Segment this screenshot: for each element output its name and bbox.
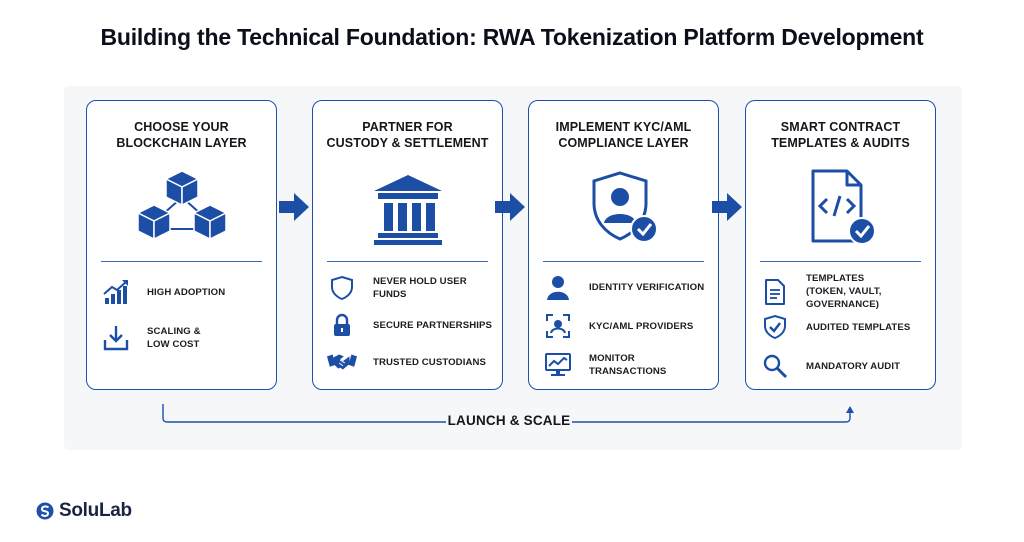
handshake-icon	[327, 347, 357, 377]
launch-scale-label: LAUNCH & SCALE	[446, 413, 572, 428]
document-icon	[760, 277, 790, 307]
arrow-right-icon	[712, 193, 742, 221]
list-item: NEVER HOLD USER FUNDS	[327, 273, 494, 303]
card-title-line: IMPLEMENT KYC/AML	[555, 120, 692, 134]
shield-icon	[327, 273, 357, 303]
monitor-chart-icon	[543, 350, 573, 380]
list-item-label: IDENTITY VERIFICATION	[589, 281, 705, 293]
list-item-label: TEMPLATES(TOKEN, VAULT, GOVERNANCE)	[806, 273, 882, 310]
list-item-label: NEVER HOLD USER FUNDS	[373, 276, 467, 300]
card-title-line: SMART CONTRACT	[780, 120, 901, 134]
card-blockchain-layer: CHOOSE YOUR BLOCKCHAIN LAYER HIGH ADOPTI…	[86, 100, 277, 390]
magnifier-icon	[760, 351, 790, 381]
page-title: Building the Technical Foundation: RWA T…	[100, 24, 924, 50]
list-item: TEMPLATES(TOKEN, VAULT, GOVERNANCE)	[760, 272, 927, 311]
card-title-line: TEMPLATES & AUDITS	[771, 136, 910, 150]
list-item-label: MONITOR TRANSACTIONS	[589, 353, 667, 377]
list-item-label: TRUSTED CUSTODIANS	[373, 356, 487, 368]
list-item: MANDATORY AUDIT	[760, 351, 927, 381]
card-smart-contract-audits: SMART CONTRACT TEMPLATES & AUDITS TEMPLA…	[745, 100, 936, 390]
lock-icon	[327, 310, 357, 340]
blockchain-cubes-icon	[87, 165, 276, 253]
card-divider	[543, 261, 704, 262]
list-item: SCALING &LOW COST	[101, 323, 268, 353]
logo-text: SoluLab	[59, 500, 132, 521]
download-tray-icon	[101, 323, 131, 353]
list-item-label: MANDATORY AUDIT	[806, 360, 901, 372]
arrow-right-icon	[495, 193, 525, 221]
card-title-line: BLOCKCHAIN LAYER	[116, 136, 247, 150]
card-title: CHOOSE YOUR BLOCKCHAIN LAYER	[87, 119, 276, 151]
card-divider	[760, 261, 921, 262]
solulab-logo-icon	[36, 502, 54, 520]
user-icon	[543, 272, 573, 302]
card-title: SMART CONTRACT TEMPLATES & AUDITS	[746, 119, 935, 151]
card-title-line: CUSTODY & SETTLEMENT	[326, 136, 489, 150]
card-title-line: PARTNER FOR	[362, 120, 453, 134]
arrow-right-icon	[279, 193, 309, 221]
card-title: PARTNER FOR CUSTODY & SETTLEMENT	[313, 119, 502, 151]
card-title-line: CHOOSE YOUR	[134, 120, 229, 134]
chart-trend-up-icon	[101, 277, 131, 307]
card-divider	[101, 261, 262, 262]
solulab-logo: SoluLab	[36, 500, 132, 522]
list-item: KYC/AML PROVIDERS	[543, 311, 710, 341]
card-divider	[327, 261, 488, 262]
bank-building-icon	[313, 165, 502, 253]
list-item-label: SECURE PARTNERSHIPS	[373, 319, 492, 331]
face-scan-icon	[543, 311, 573, 341]
list-item: AUDITED TEMPLATES	[760, 312, 927, 342]
shield-check-icon	[760, 312, 790, 342]
list-item: MONITOR TRANSACTIONS	[543, 350, 710, 380]
card-title-line: COMPLIANCE LAYER	[558, 136, 689, 150]
list-item-label: AUDITED TEMPLATES	[806, 321, 911, 333]
card-title: IMPLEMENT KYC/AML COMPLIANCE LAYER	[529, 119, 718, 151]
list-item: TRUSTED CUSTODIANS	[327, 347, 494, 377]
list-item: HIGH ADOPTION	[101, 277, 268, 307]
code-document-check-icon	[746, 165, 935, 253]
list-item-label: KYC/AML PROVIDERS	[589, 320, 694, 332]
shield-user-check-icon	[529, 165, 718, 253]
list-item: IDENTITY VERIFICATION	[543, 272, 710, 302]
list-item-label: HIGH ADOPTION	[147, 286, 226, 298]
card-kyc-aml-compliance: IMPLEMENT KYC/AML COMPLIANCE LAYER IDENT…	[528, 100, 719, 390]
list-item: SECURE PARTNERSHIPS	[327, 310, 494, 340]
list-item-label: SCALING &LOW COST	[147, 326, 201, 350]
card-custody-settlement: PARTNER FOR CUSTODY & SETTLEMENT NEVER H…	[312, 100, 503, 390]
